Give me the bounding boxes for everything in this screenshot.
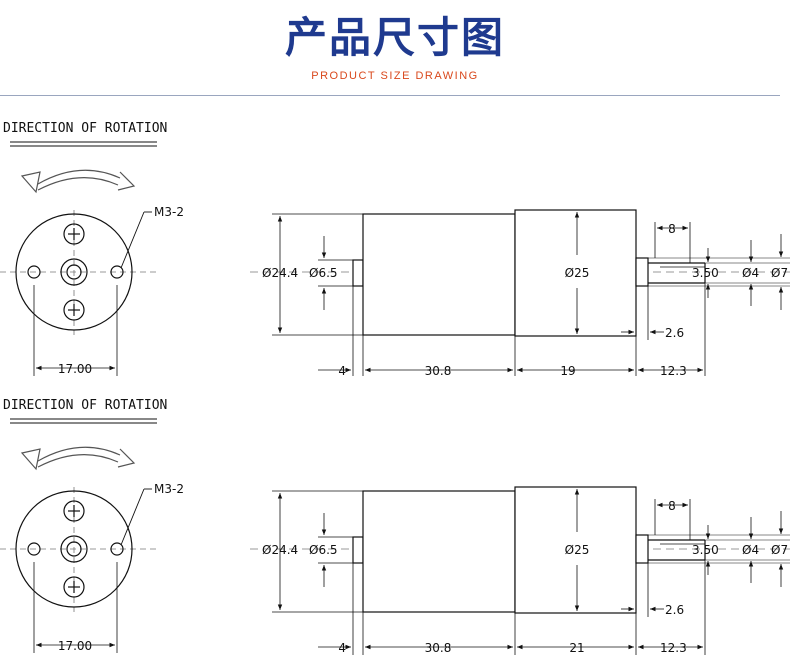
dia-shaft-label: Ø4	[742, 543, 759, 557]
rotation-label: DIRECTION OF ROTATION	[3, 121, 167, 136]
dia-collar-label: Ø7	[771, 543, 788, 557]
page-title: 产品尺寸图	[284, 13, 505, 62]
rotation-arrow-icon	[20, 446, 136, 471]
drawing-1: DIRECTION OF ROTATION M	[0, 121, 790, 378]
shaft-length-label: 12.3	[660, 364, 687, 378]
gearbox-length-label: 21	[569, 641, 584, 655]
flat-width-label: 3.50	[692, 543, 719, 557]
dia-boss-label: Ø6.5	[309, 266, 338, 280]
flat-width-label: 3.50	[692, 266, 719, 280]
dia-gear-label: Ø25	[565, 543, 590, 557]
gearbox-length-label: 19	[560, 364, 575, 378]
boss-length-label: 4	[338, 364, 346, 378]
shaft-length-label: 12.3	[660, 641, 687, 655]
collar-length-label: 2.6	[665, 326, 684, 340]
motor-end-view	[0, 210, 160, 335]
shaft-top-length-label: 8	[668, 499, 676, 513]
motor-side-view	[250, 209, 790, 337]
hole-spacing-label: 17.00	[58, 362, 92, 376]
rotation-label: DIRECTION OF ROTATION	[3, 398, 167, 413]
dia-shaft-label: Ø4	[742, 266, 759, 280]
motor-side-view	[250, 486, 790, 614]
dia-body-label: Ø24.4	[262, 266, 298, 280]
motor-length-label: 30.8	[425, 641, 452, 655]
dia-gear-label: Ø25	[565, 266, 590, 280]
dia-body-label: Ø24.4	[262, 543, 298, 557]
drawing-2: DIRECTION OF ROTATION M3-2	[0, 398, 790, 655]
shaft-top-length-label: 8	[668, 222, 676, 236]
dia-collar-label: Ø7	[771, 266, 788, 280]
motor-end-view	[0, 487, 160, 612]
dia-boss-label: Ø6.5	[309, 543, 338, 557]
header-divider	[0, 95, 780, 96]
screw-label: M3-2	[154, 482, 184, 496]
hole-spacing-label: 17.00	[58, 639, 92, 653]
rotation-arrow-icon	[20, 169, 136, 194]
boss-length-label: 4	[338, 641, 346, 655]
screw-label: M3-2	[154, 205, 184, 219]
collar-length-label: 2.6	[665, 603, 684, 617]
motor-length-label: 30.8	[425, 364, 452, 378]
page-subtitle: PRODUCT SIZE DRAWING	[311, 70, 479, 82]
